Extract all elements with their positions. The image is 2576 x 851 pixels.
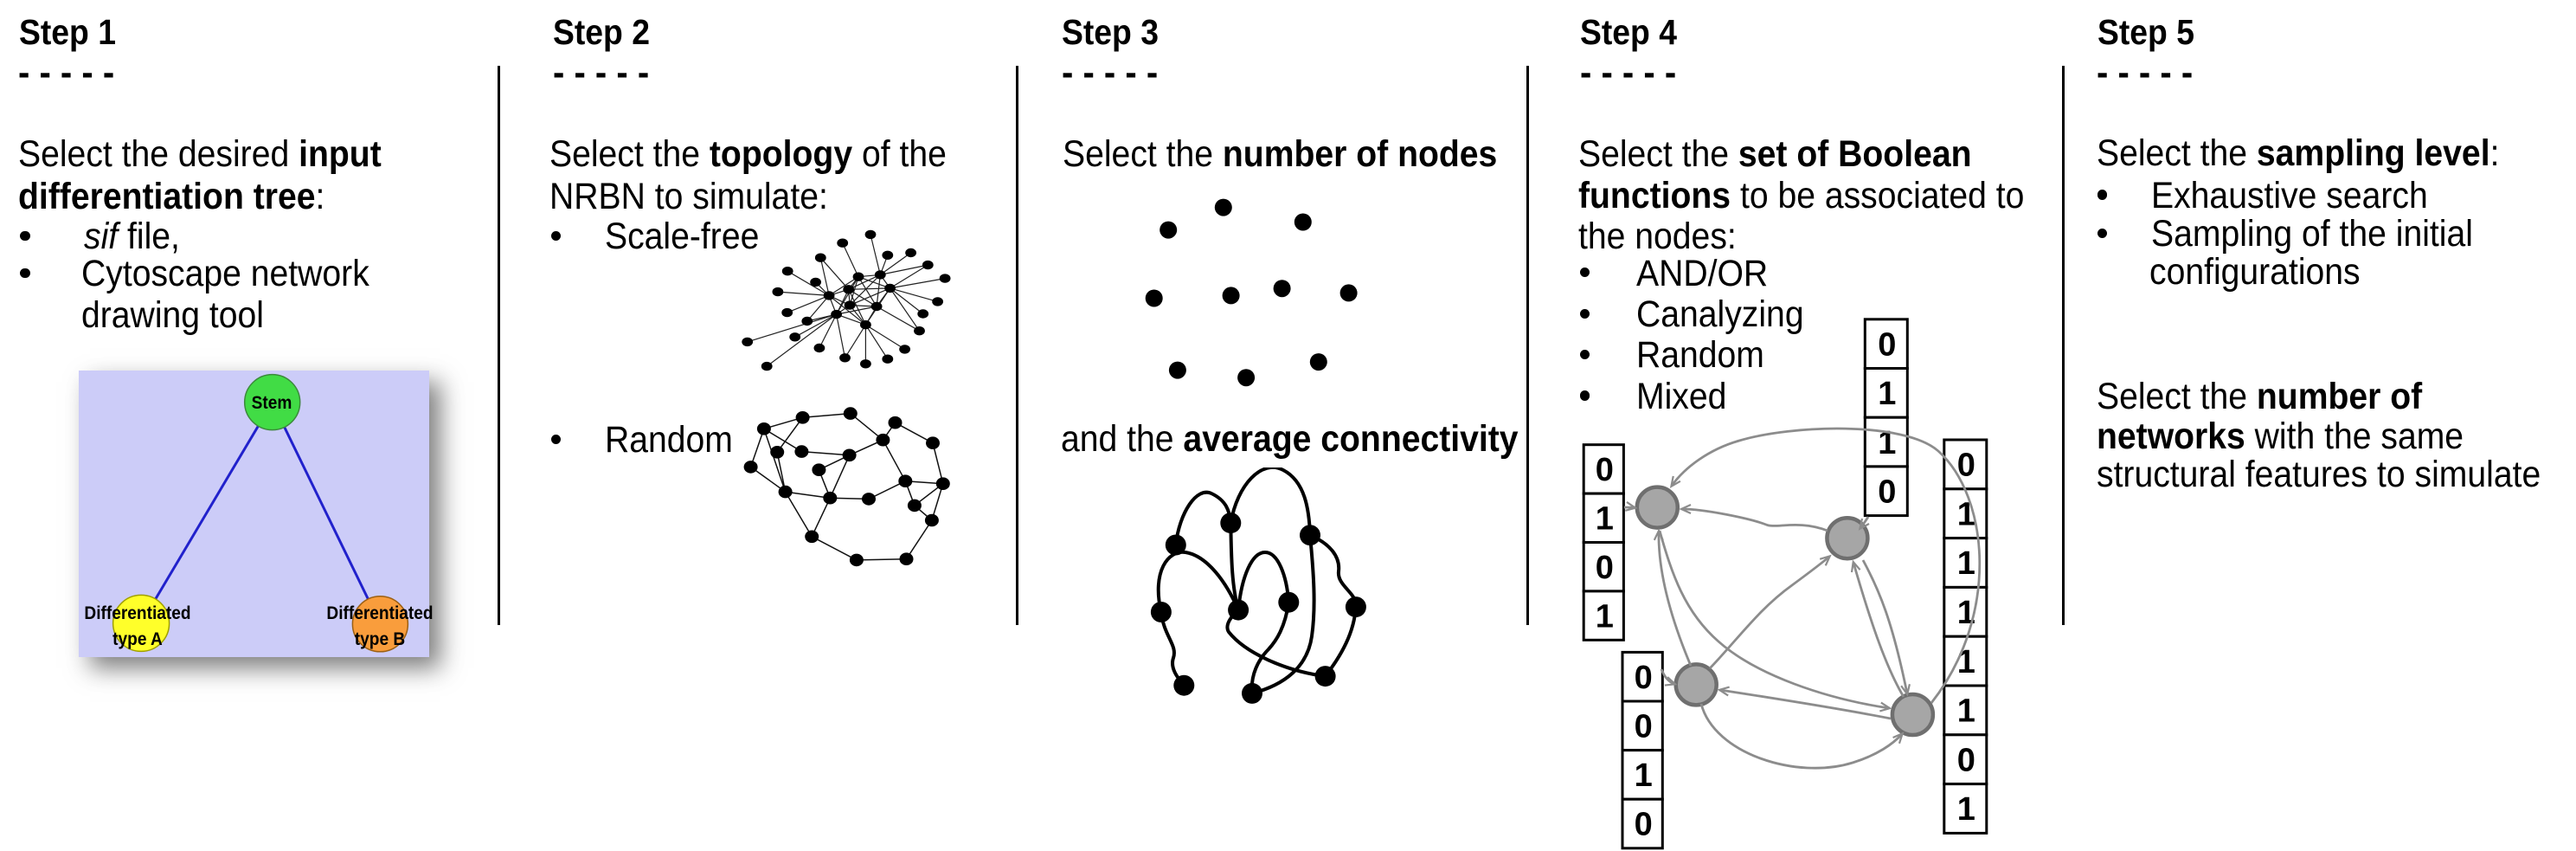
svg-text:1: 1 — [1957, 791, 1975, 828]
svg-text:1: 1 — [1635, 758, 1653, 794]
svg-text:0: 0 — [1878, 326, 1896, 363]
svg-text:1: 1 — [1957, 545, 1975, 582]
svg-text:0: 0 — [1635, 709, 1653, 745]
svg-text:0: 0 — [1596, 550, 1614, 586]
svg-text:0: 0 — [1957, 742, 1975, 778]
svg-text:1: 1 — [1878, 376, 1896, 412]
svg-text:0: 0 — [1635, 660, 1653, 696]
svg-text:0: 0 — [1596, 452, 1614, 488]
svg-text:1: 1 — [1596, 598, 1614, 635]
svg-text:0: 0 — [1878, 474, 1896, 511]
svg-text:1: 1 — [1596, 501, 1614, 538]
svg-text:1: 1 — [1957, 644, 1975, 680]
svg-text:0: 0 — [1635, 807, 1653, 843]
svg-text:0: 0 — [1957, 448, 1975, 484]
svg-text:1: 1 — [1957, 595, 1975, 631]
svg-text:1: 1 — [1957, 693, 1975, 730]
